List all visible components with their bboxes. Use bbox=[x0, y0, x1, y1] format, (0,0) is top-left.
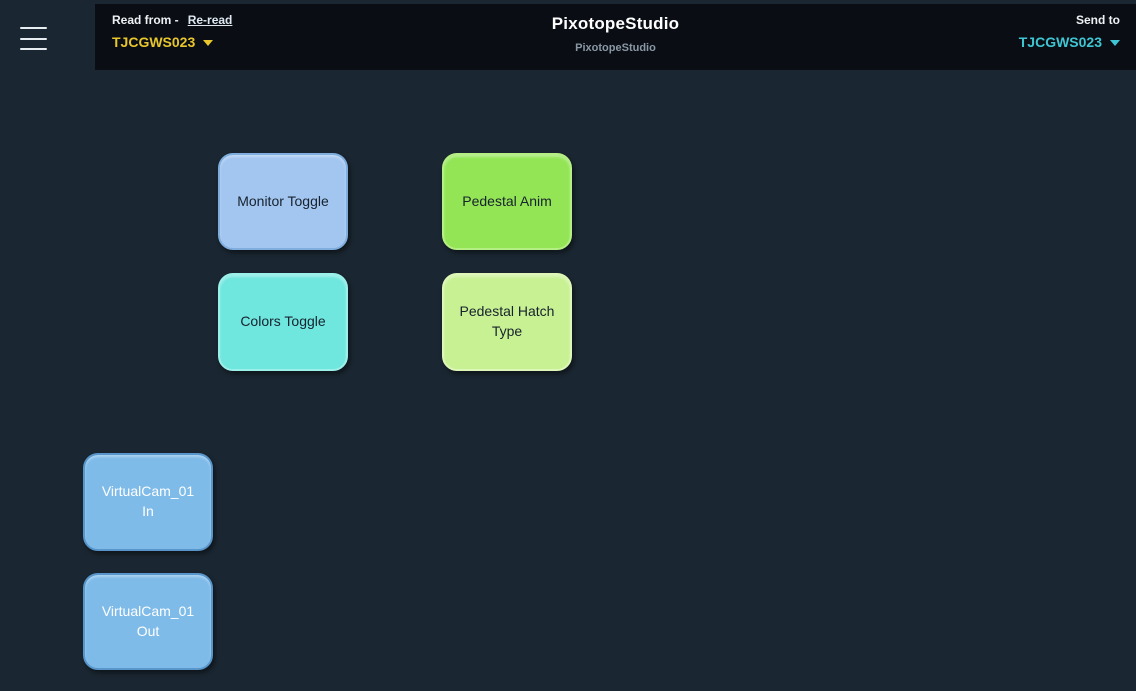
monitor-toggle-button[interactable]: Monitor Toggle bbox=[218, 153, 348, 250]
hamburger-line bbox=[20, 37, 47, 40]
hamburger-menu-icon[interactable] bbox=[20, 27, 47, 50]
read-from-label: Read from - bbox=[112, 13, 179, 27]
page-subtitle: PixotopeStudio bbox=[575, 42, 656, 54]
source-device-value: TJCGWS023 bbox=[112, 34, 196, 50]
header-bar: Read from - Re-read TJCGWS023 PixotopeSt… bbox=[95, 4, 1136, 70]
pedestal-hatch-type-button[interactable]: Pedestal Hatch Type bbox=[442, 273, 572, 371]
pedestal-anim-button[interactable]: Pedestal Anim bbox=[442, 153, 572, 250]
virtualcam-01-out-button[interactable]: VirtualCam_01 Out bbox=[83, 573, 213, 670]
hamburger-line bbox=[20, 27, 47, 29]
reread-link[interactable]: Re-read bbox=[187, 13, 233, 27]
send-to-section: Send to TJCGWS023 bbox=[1019, 13, 1120, 50]
target-device-selector[interactable]: TJCGWS023 bbox=[1019, 34, 1120, 50]
hamburger-line bbox=[20, 48, 47, 50]
send-to-label: Send to bbox=[1076, 13, 1120, 27]
title-section: PixotopeStudio PixotopeStudio bbox=[95, 14, 1136, 54]
chevron-down-icon bbox=[1110, 40, 1120, 46]
virtualcam-01-in-button[interactable]: VirtualCam_01 In bbox=[83, 453, 213, 551]
read-from-row: Read from - Re-read bbox=[112, 13, 232, 27]
page-title: PixotopeStudio bbox=[551, 14, 680, 33]
source-device-selector[interactable]: TJCGWS023 bbox=[112, 34, 232, 50]
colors-toggle-button[interactable]: Colors Toggle bbox=[218, 273, 348, 371]
read-from-section: Read from - Re-read TJCGWS023 bbox=[112, 13, 232, 50]
target-device-value: TJCGWS023 bbox=[1018, 34, 1102, 50]
chevron-down-icon bbox=[203, 40, 214, 46]
